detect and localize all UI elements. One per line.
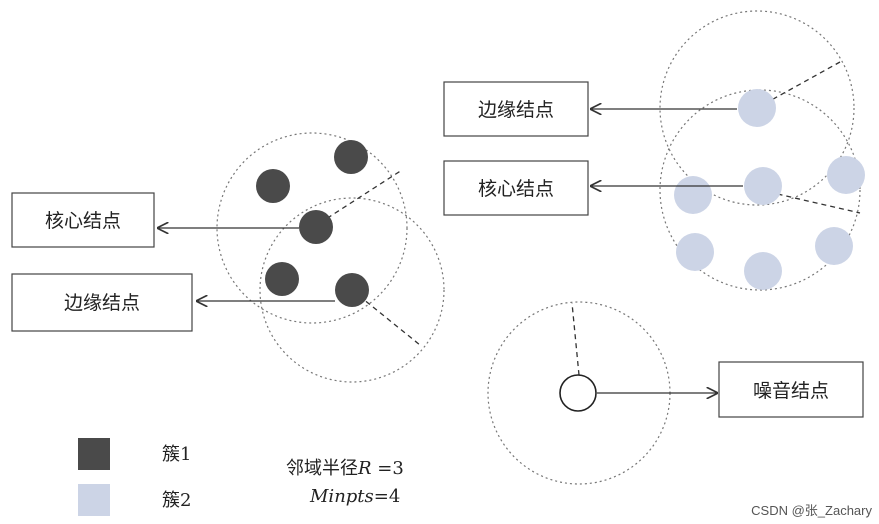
neighborhood-circle	[216, 132, 408, 324]
legend-swatch-cluster2	[78, 484, 110, 516]
cluster2-point	[674, 176, 712, 214]
right-border-label: 边缘结点	[478, 99, 554, 121]
noise-label: 噪音结点	[753, 380, 829, 402]
legend-label-cluster1: 簇1	[162, 444, 191, 465]
right-border-label-box: 边缘结点	[443, 81, 589, 137]
radius-line	[756, 61, 841, 109]
minpts-param: Minpts=4	[309, 486, 400, 507]
watermark: CSDN @张_Zachary	[751, 503, 872, 518]
cluster1-point	[256, 169, 290, 203]
cluster1-border-point	[335, 273, 369, 307]
legend-label-cluster2: 簇2	[162, 490, 191, 511]
legend-swatch-cluster1	[78, 438, 110, 470]
radius-line	[759, 189, 861, 214]
cluster1-core-point	[299, 210, 333, 244]
cluster1-point	[334, 140, 368, 174]
cluster2-border-point	[738, 89, 776, 127]
radius-prefix: 邻域半径	[286, 458, 358, 479]
radius-line	[351, 289, 421, 346]
right-core-label: 核心结点	[478, 178, 554, 200]
cluster2-core-point	[744, 167, 782, 205]
radius-param: 邻域半径R =3	[286, 458, 404, 479]
cluster2-point	[815, 227, 853, 265]
cluster2-point	[744, 252, 782, 290]
minpts-name: Minpts	[309, 486, 374, 507]
left-border-label-box: 边缘结点	[11, 273, 193, 332]
radius-symbol: R	[357, 458, 372, 479]
noise-point	[559, 374, 597, 412]
cluster2-point	[827, 156, 865, 194]
cluster2-point	[676, 233, 714, 271]
minpts-value: =4	[374, 486, 401, 507]
cluster1-point	[265, 262, 299, 296]
radius-value: =3	[372, 458, 404, 479]
left-core-label-box: 核心结点	[11, 192, 155, 248]
neighborhood-circle	[659, 10, 855, 206]
left-core-label: 核心结点	[45, 210, 121, 232]
right-core-label-box: 核心结点	[443, 160, 589, 216]
noise-label-box: 噪音结点	[718, 361, 864, 418]
neighborhood-circle	[259, 197, 445, 383]
left-border-label: 边缘结点	[64, 292, 140, 314]
radius-line	[571, 302, 580, 376]
